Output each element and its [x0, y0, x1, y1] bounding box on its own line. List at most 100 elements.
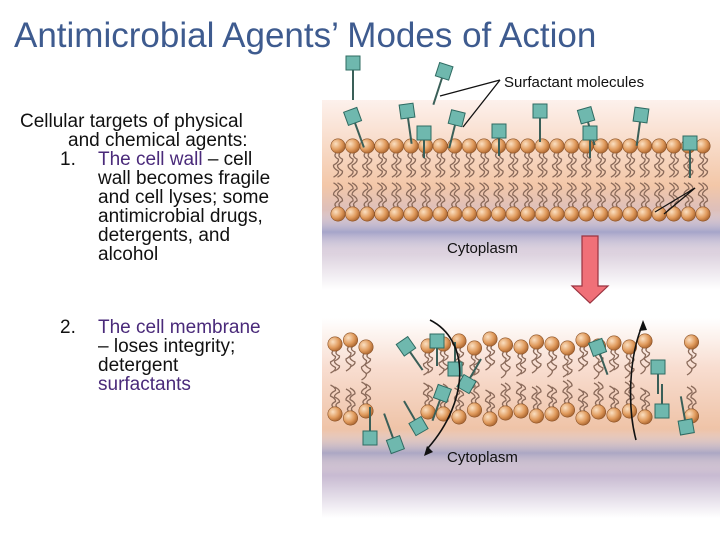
surfactant-molecule — [431, 383, 453, 422]
lipid-tail — [551, 182, 559, 208]
lipid-tail — [628, 182, 636, 208]
surfactant-head — [632, 106, 650, 124]
phospholipid-head — [564, 206, 580, 222]
lipid-tail — [329, 384, 337, 408]
phospholipid-head — [666, 206, 682, 222]
lipid-tail — [366, 182, 373, 208]
lipid-tail — [597, 381, 604, 406]
surfactant-head — [587, 337, 608, 358]
phospholipid-head — [637, 138, 653, 154]
phospholipid-head — [606, 407, 622, 423]
phospholipid-head — [388, 138, 404, 154]
cell-wall-text-1: – cell — [202, 149, 253, 170]
lipid-tail — [488, 345, 496, 367]
lipid-tail — [697, 182, 705, 208]
lipid-tail — [658, 182, 665, 208]
lipid-tail — [550, 350, 558, 372]
lipid-tail — [347, 182, 354, 208]
lipid-tail — [541, 182, 548, 208]
phospholipid-head — [695, 206, 711, 222]
surfactant-molecule — [582, 125, 598, 158]
lipid-tail — [500, 383, 507, 407]
phospholipid-head — [564, 138, 580, 154]
phospholipid-head — [578, 138, 594, 154]
surfactant-molecule — [342, 106, 365, 148]
phospholipid-head — [374, 138, 390, 154]
surfactant-head — [342, 106, 363, 127]
lipid-tail — [453, 387, 461, 411]
surfactant-molecule — [403, 400, 429, 437]
phospholipid-head — [544, 406, 560, 422]
lipid-tail — [508, 182, 515, 208]
phospholipid-head — [482, 411, 498, 427]
cell-membrane-heading: The cell membrane — [98, 317, 261, 338]
phospholipid-head — [559, 402, 575, 418]
phospholipid-head — [497, 337, 513, 353]
lipid-tail — [643, 389, 651, 411]
surfactant-tail — [431, 399, 441, 422]
cell-wall-text-6: alcohol — [98, 244, 159, 265]
phospholipid-head — [403, 206, 419, 222]
surfactant-head — [395, 335, 417, 357]
phospholipid-head — [466, 402, 482, 418]
surfactant-tail — [679, 396, 686, 421]
lipid-tail — [362, 152, 369, 178]
phospholipid-head — [505, 206, 521, 222]
lipid-tail — [497, 182, 504, 208]
lipid-tail — [333, 386, 341, 408]
intact-membrane — [330, 138, 711, 222]
lipid-tail — [654, 152, 661, 178]
lipid-tail — [449, 182, 456, 208]
phospholipid-head — [342, 410, 358, 426]
surfactant-molecule — [429, 333, 445, 366]
phospholipid-head — [327, 406, 343, 422]
phospholipid-head — [461, 138, 477, 154]
lipid-tail — [628, 380, 635, 405]
lipid-tail — [351, 152, 358, 178]
lipid-tail — [643, 182, 650, 208]
lipid-tail — [599, 182, 606, 208]
phospholipid-head — [520, 138, 536, 154]
phospholipid-head — [607, 138, 623, 154]
disrupted-membrane — [327, 331, 699, 427]
phospholipid-head — [637, 333, 653, 349]
lipid-tail — [686, 386, 693, 410]
lipid-tail — [345, 388, 352, 412]
surfactant-head — [385, 434, 406, 455]
curved-arrow-left-head-icon — [424, 446, 433, 456]
lipid-tail — [500, 351, 507, 379]
lipid-tail — [668, 152, 675, 178]
wall-pointer-line-2 — [663, 187, 696, 215]
lipid-tail — [453, 182, 460, 208]
surfactant-molecule — [587, 337, 609, 376]
lipid-tail — [701, 152, 709, 178]
lipid-tail — [608, 385, 616, 409]
lipid-tail — [697, 152, 705, 178]
lipid-tail — [464, 182, 471, 208]
phospholipid-head — [342, 332, 358, 348]
lipid-tail — [555, 152, 563, 178]
phospholipid-head — [621, 339, 637, 355]
surfactant-molecule — [362, 407, 378, 446]
lipid-tail — [405, 182, 413, 208]
phospholipid-head — [330, 206, 346, 222]
phospholipid-head — [451, 409, 467, 425]
phospholipid-head — [374, 206, 390, 222]
surfactant-head — [432, 383, 453, 404]
surfactant-pointer-line-2 — [462, 79, 501, 128]
lipid-tail — [585, 152, 592, 178]
lipid-tail — [690, 385, 697, 410]
transition-arrow-icon — [570, 235, 610, 304]
phospholipid-head — [528, 408, 544, 424]
lipid-tail — [504, 351, 511, 373]
surfactant-tail — [409, 351, 424, 371]
surfactant-tail — [354, 122, 365, 148]
lipid-tail — [519, 353, 527, 375]
phospholipid-head — [330, 138, 346, 154]
surfactant-head — [434, 61, 454, 81]
lipid-tail — [541, 152, 548, 178]
phospholipid-head — [482, 331, 498, 347]
lipid-tail — [599, 152, 606, 178]
lipid-tail — [537, 152, 544, 178]
lipid-tail — [478, 152, 486, 178]
